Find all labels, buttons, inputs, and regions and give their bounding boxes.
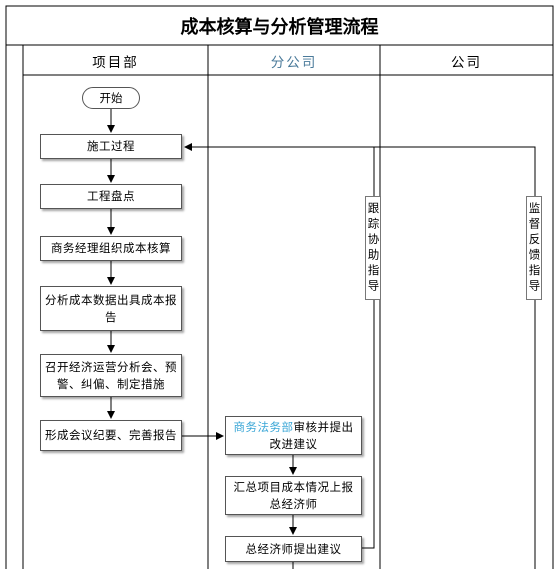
step-operation-meeting: 召开经济运营分析会、预警、纠偏、制定措施 <box>40 354 182 397</box>
step-meeting-minutes: 形成会议纪要、完善报告 <box>40 420 182 451</box>
legal-review-text: 审核并提出改进建议 <box>269 419 354 451</box>
step-summary-report: 汇总项目成本情况上报总经济师 <box>225 476 362 515</box>
lane-branch-company: 分公司 <box>270 54 318 71</box>
lane-company: 公司 <box>451 54 482 71</box>
label-branch-guidance-text: 跟踪协助指导 <box>366 201 381 295</box>
step-construction-process: 施工过程 <box>40 134 182 159</box>
legal-dept-highlight: 商务法务部 <box>233 419 294 434</box>
lane-project-dept: 项目部 <box>92 54 139 71</box>
label-branch-guidance: 跟踪协助指导 <box>365 196 381 300</box>
step-project-inventory: 工程盘点 <box>40 184 182 209</box>
chart-title: 成本核算与分析管理流程 <box>180 16 379 38</box>
outer-frame <box>5 5 554 569</box>
label-company-supervision-text: 监督反馈指导 <box>527 201 542 295</box>
step-cost-report: 分析成本数据出具成本报告 <box>40 286 182 331</box>
loop-company-feedback <box>374 146 536 569</box>
step-chief-economist-advice: 总经济师提出建议 <box>225 536 362 562</box>
step-cost-accounting: 商务经理组织成本核算 <box>40 236 182 261</box>
label-company-supervision: 监督反馈指导 <box>526 196 542 300</box>
loop-branch-feedback <box>184 143 375 549</box>
step-legal-review: 商务法务部审核并提出改进建议 <box>225 416 362 455</box>
start-terminal: 开始 <box>82 87 140 109</box>
